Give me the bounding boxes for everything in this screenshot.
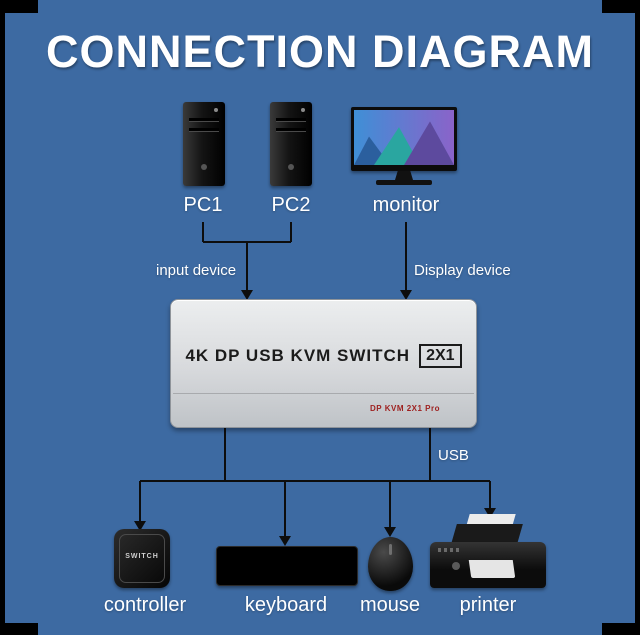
- pc-power-button-icon: [301, 108, 305, 112]
- kvm-switch-badge: 2X1: [419, 344, 462, 368]
- pc1-tower-icon: [183, 102, 225, 186]
- display-device-label: Display device: [414, 262, 511, 279]
- mouse-icon: [368, 537, 413, 591]
- monitor-label: monitor: [372, 194, 440, 216]
- pc-logo-icon: [288, 164, 294, 170]
- kvm-switch-title: 4K DP USB KVM SWITCH: [185, 346, 411, 365]
- pc-logo-icon: [201, 164, 207, 170]
- kvm-model-text: DP KVM 2X1 Pro: [370, 404, 440, 413]
- pc-drive-slot-icon: [189, 118, 219, 122]
- photo-corner-bottom-left: [0, 623, 38, 635]
- printer-paper-output: [468, 560, 516, 578]
- photo-corner-top-right: [602, 0, 640, 13]
- controller-outline: [119, 534, 165, 583]
- pc-power-button-icon: [214, 108, 218, 112]
- printer-logo-icon: [452, 562, 460, 570]
- printer-buttons: [438, 548, 460, 552]
- pc2-label: PC2: [271, 194, 311, 216]
- pc-drive-slot-icon: [276, 128, 306, 132]
- printer-paper-tray: [451, 524, 523, 544]
- pc1-label: PC1: [183, 194, 223, 216]
- pc-drive-slot-icon: [276, 118, 306, 122]
- mouse-scroll-wheel-icon: [389, 544, 392, 555]
- printer-icon: [430, 514, 546, 594]
- pc2-tower-icon: [270, 102, 312, 186]
- monitor-stand-neck: [395, 171, 413, 180]
- controller-icon: SWITCH: [114, 529, 170, 588]
- pc-drive-slot-icon: [189, 128, 219, 132]
- photo-corner-top-left: [0, 0, 38, 13]
- monitor-stand-base: [376, 180, 432, 185]
- page-title: CONNECTION DIAGRAM: [46, 26, 594, 77]
- monitor-screen: [354, 110, 454, 165]
- controller-label: controller: [103, 594, 187, 616]
- photo-corner-bottom-right: [602, 623, 640, 635]
- usb-label: USB: [438, 447, 469, 464]
- kvm-switch: 4K DP USB KVM SWITCH 2X1 DP KVM 2X1 Pro: [170, 299, 477, 428]
- controller-switch-text: SWITCH: [125, 553, 159, 560]
- kvm-panel-seam: [173, 393, 474, 394]
- mouse-label: mouse: [359, 594, 421, 616]
- photo-edge-left: [0, 0, 5, 635]
- input-device-label: input device: [156, 262, 237, 279]
- keyboard-label: keyboard: [244, 594, 328, 616]
- keyboard-icon: [216, 546, 358, 586]
- monitor-icon: [351, 107, 457, 171]
- photo-edge-right: [635, 0, 640, 635]
- printer-label: printer: [459, 594, 517, 616]
- kvm-switch-faceplate: 4K DP USB KVM SWITCH 2X1: [171, 344, 476, 368]
